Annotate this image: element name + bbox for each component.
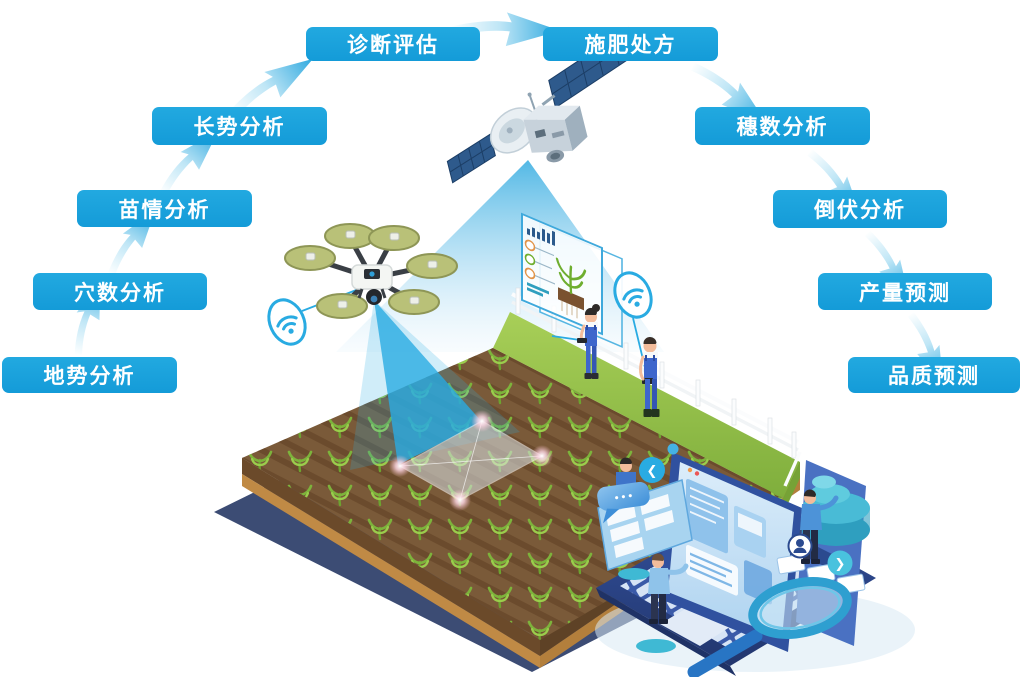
- drone: [284, 223, 458, 319]
- dot-badge: [667, 443, 679, 455]
- operator-left: [636, 553, 689, 653]
- farmer-female: [577, 304, 600, 379]
- mini-bar-chart: [527, 227, 555, 247]
- screen-windows: [686, 479, 772, 605]
- soil-moisture-bars: [527, 282, 549, 297]
- step-box-seedling-analysis: 苗情分析: [77, 190, 252, 227]
- step-box-growth-analysis: 长势分析: [152, 107, 327, 145]
- chevron-left-icon: ❮: [647, 463, 658, 479]
- chevron-right-badge: ❯: [827, 550, 853, 576]
- operator-right: [800, 489, 839, 564]
- satellite-body: [523, 105, 588, 163]
- chevron-left-badge: ❮: [639, 457, 665, 483]
- chat-bubble: • • •: [597, 481, 650, 524]
- plant-diagram: [555, 257, 587, 319]
- step-box-hole-count-analysis: 穴数分析: [33, 273, 207, 310]
- chat-dots-icon: • • •: [614, 490, 633, 504]
- step-box-lodging-analysis: 倒伏分析: [773, 190, 947, 228]
- avatar-badge: [787, 533, 813, 559]
- drone-scan-beam: [350, 300, 553, 511]
- indicator-items: [524, 239, 555, 285]
- step-box-quality-prediction: 品质预测: [848, 357, 1020, 393]
- step-box-fertilization-rx: 施肥处方: [543, 27, 718, 61]
- farmer-male: [639, 336, 660, 417]
- field-side-soil: [242, 458, 540, 656]
- magnifier: [687, 577, 852, 677]
- analytics-workstation: • • • ❮ ❯: [595, 443, 915, 677]
- step-box-ear-count-analysis: 穗数分析: [695, 107, 870, 145]
- grass-side: [783, 462, 800, 514]
- chevron-right-icon: ❯: [835, 556, 846, 572]
- step-box-diagnosis-evaluation: 诊断评估: [306, 27, 480, 61]
- step-box-yield-prediction: 产量预测: [818, 273, 992, 310]
- avatar-icon: [796, 539, 804, 547]
- wifi-icon: [260, 292, 314, 352]
- step-box-terrain-analysis: 地势分析: [2, 357, 177, 393]
- field-side-gold: [242, 474, 540, 668]
- drone-body: [351, 264, 393, 305]
- drone-rotors: [284, 223, 458, 319]
- laptop-base-edge: [596, 588, 736, 676]
